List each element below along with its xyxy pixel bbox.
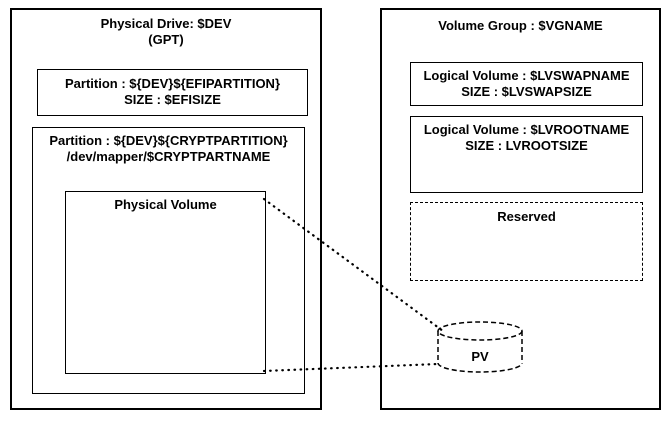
- physical-volume-label: Physical Volume: [66, 197, 265, 213]
- pv-label: PV: [440, 349, 520, 365]
- efi-partition-text: Partition : ${DEV}${EFIPARTITION} SIZE :…: [38, 76, 307, 108]
- efi-partition-line2: SIZE : $EFISIZE: [124, 92, 221, 107]
- root-lv-line2: SIZE : LVROOTSIZE: [465, 138, 588, 153]
- physical-volume-label-text: Physical Volume: [114, 197, 217, 212]
- crypt-partition-line2: /dev/mapper/$CRYPTPARTNAME: [66, 149, 271, 164]
- swap-lv-line2: SIZE : $LVSWAPSIZE: [461, 84, 592, 99]
- reserved-box: Reserved: [410, 202, 643, 281]
- physical-drive-title: Physical Drive: $DEV (GPT): [12, 16, 320, 48]
- pv-label-text: PV: [471, 349, 489, 364]
- crypt-partition-line1: Partition : ${DEV}${CRYPTPARTITION}: [49, 133, 288, 148]
- swap-lv-line1: Logical Volume : $LVSWAPNAME: [423, 68, 630, 83]
- swap-lv-box: Logical Volume : $LVSWAPNAME SIZE : $LVS…: [410, 62, 643, 106]
- reserved-label-text: Reserved: [497, 209, 556, 224]
- root-lv-text: Logical Volume : $LVROOTNAME SIZE : LVRO…: [411, 122, 642, 154]
- physical-drive-box: Physical Drive: $DEV (GPT) Partition : $…: [10, 8, 322, 410]
- swap-lv-text: Logical Volume : $LVSWAPNAME SIZE : $LVS…: [411, 68, 642, 100]
- volume-group-box: Volume Group : $VGNAME Logical Volume : …: [380, 8, 661, 410]
- physical-drive-title-line1: Physical Drive: $DEV: [100, 16, 232, 31]
- physical-drive-title-line2: (GPT): [148, 32, 184, 47]
- volume-group-title-text: Volume Group : $VGNAME: [438, 18, 603, 33]
- volume-group-title: Volume Group : $VGNAME: [382, 18, 659, 34]
- root-lv-box: Logical Volume : $LVROOTNAME SIZE : LVRO…: [410, 116, 643, 193]
- root-lv-line1: Logical Volume : $LVROOTNAME: [423, 122, 630, 137]
- crypt-partition-box: Partition : ${DEV}${CRYPTPARTITION} /dev…: [32, 127, 305, 394]
- reserved-label: Reserved: [411, 209, 642, 225]
- efi-partition-line1: Partition : ${DEV}${EFIPARTITION}: [64, 76, 280, 91]
- efi-partition-box: Partition : ${DEV}${EFIPARTITION} SIZE :…: [37, 69, 308, 116]
- crypt-partition-text: Partition : ${DEV}${CRYPTPARTITION} /dev…: [33, 133, 304, 165]
- physical-volume-box: Physical Volume: [65, 191, 266, 374]
